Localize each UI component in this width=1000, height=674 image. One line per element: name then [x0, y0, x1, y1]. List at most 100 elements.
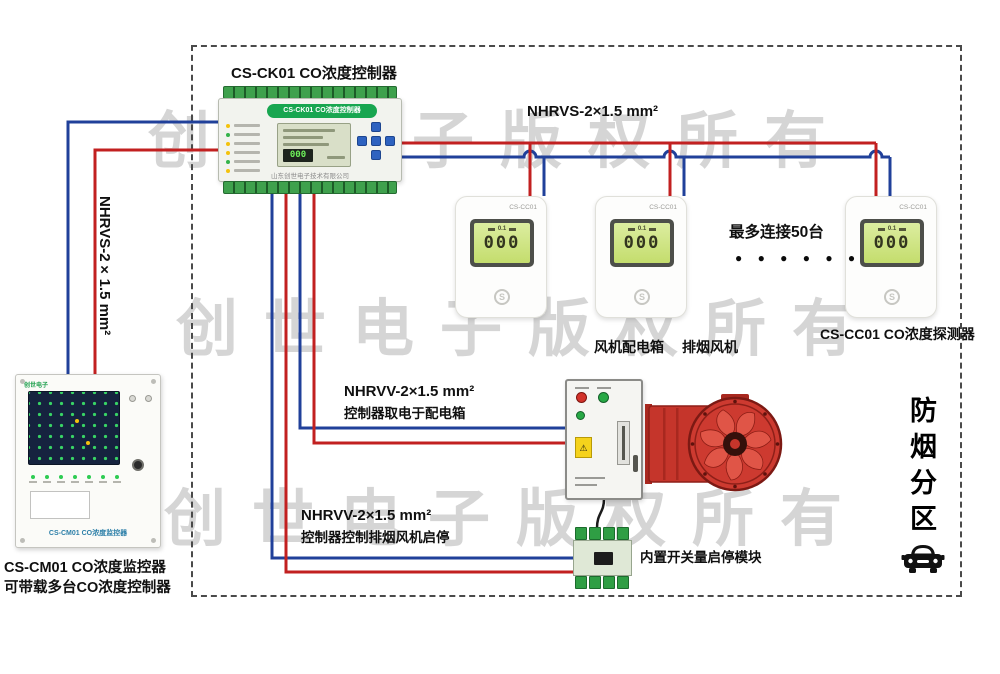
monitor-device: 创世电子 CS-CM01 CO浓度监控器 — [15, 374, 161, 548]
wire-power-blue — [298, 193, 565, 430]
power-cable-label-line2: 控制器取电于配电箱 — [344, 406, 466, 421]
detector-model-label: CS-CC01 — [509, 204, 537, 211]
screw-icon — [151, 379, 156, 384]
wire-monitor-blue — [66, 120, 218, 375]
brand-logo-icon: S — [634, 289, 650, 305]
wire-monitor-red — [93, 148, 218, 375]
monitor-screen — [28, 391, 120, 465]
detector-caption: CS-CC01 CO浓度探测器 — [820, 326, 975, 342]
right-button — [385, 136, 395, 146]
detector-model-label: CS-CC01 — [899, 204, 927, 211]
controller-panel-label: CS-CK01 CO浓度控制器 — [267, 104, 377, 118]
fan-hub-cap — [729, 438, 741, 450]
terminal-blocks-bottom — [575, 576, 629, 589]
detector-lcd-bezel: 0.1 000 — [610, 219, 674, 267]
detector-lcd-subrow: 0.1 — [614, 223, 670, 232]
text-placeholder-bar — [575, 484, 597, 486]
power-box-label: 风机配电箱 — [594, 339, 664, 355]
power-cable-label-line1: NHRVV-2×1.5 mm² — [344, 383, 475, 400]
monitor-caption-line1: CS-CM01 CO浓度监控器 — [4, 560, 166, 576]
smoke-zone-label: 防烟分区 — [906, 396, 936, 540]
controller-lcd: 000 — [277, 123, 351, 167]
relay-module — [573, 527, 632, 589]
fan-body-seam — [676, 408, 679, 480]
screw-icon — [20, 379, 25, 384]
terminal-blocks-top — [575, 527, 629, 540]
screw-icon — [145, 395, 152, 402]
detector-lcd-subrow: 0.1 — [864, 223, 920, 232]
detector-lcd-value: 000 — [623, 233, 661, 253]
controller-nav-buttons — [357, 122, 395, 160]
detector-model-label: CS-CC01 — [649, 204, 677, 211]
meter-slot — [617, 421, 630, 465]
fan-bolts — [690, 399, 780, 489]
fan-blades — [700, 409, 772, 481]
detector-lcd-subrow: 0.1 — [474, 223, 530, 232]
detector-lcd-value: 000 — [483, 233, 521, 253]
fan-label: 排烟风机 — [682, 339, 738, 355]
relay-module-label: 内置开关量启停模块 — [640, 550, 762, 565]
watermark-row: 创世电子版权所有 — [164, 485, 869, 554]
control-cable-label-line1: NHRVV-2×1.5 mm² — [301, 507, 432, 524]
control-cable-label-line2: 控制器控制排烟风机启停 — [301, 530, 450, 545]
detector-lcd: 0.1 000 — [614, 223, 670, 263]
fan-body-seam — [663, 408, 666, 480]
fan-ring — [694, 403, 776, 485]
co-detector-3: CS-CC01 0.1 000 S — [845, 196, 937, 318]
more-detectors-dots: ● ● ● ● ● ● — [735, 251, 862, 265]
zone-boundary-box — [191, 45, 962, 597]
screw-icon — [129, 395, 136, 402]
controller-lcd-value: 000 — [283, 149, 313, 162]
wire-power-red — [312, 193, 565, 445]
controller-body: CS-CK01 CO浓度控制器 000 — [218, 98, 402, 182]
car-icon — [901, 545, 945, 573]
ok-button — [371, 136, 381, 146]
max-connect-note: 最多连接50台 — [729, 224, 824, 241]
down-button — [371, 150, 381, 160]
green-indicator — [576, 411, 585, 420]
controller-company-label: 山东创世电子技术有限公司 — [271, 173, 349, 180]
green-button — [598, 392, 609, 403]
door-handle — [633, 455, 638, 472]
text-placeholder-bar — [597, 387, 611, 389]
sensor-icon — [132, 459, 144, 471]
wire-box-to-module — [595, 498, 606, 529]
relay-pcb — [573, 540, 632, 576]
relay-chip — [594, 552, 613, 565]
detector-lcd-value: 000 — [873, 233, 911, 253]
controller-title: CS-CK01 CO浓度控制器 — [231, 65, 397, 82]
co-detector-1: CS-CC01 0.1 000 S — [455, 196, 547, 318]
screw-icon — [20, 538, 25, 543]
wire-control-red — [284, 193, 573, 574]
screw-icon — [151, 538, 156, 543]
detector-bus-cable-label: NHRVS-2×1.5 mm² — [527, 103, 659, 120]
label-slot — [30, 491, 90, 519]
red-button — [576, 392, 587, 403]
monitor-caption-line2: 可带载多台CO浓度控制器 — [4, 580, 171, 596]
screen-dot-yellow — [75, 419, 79, 423]
detector-lcd: 0.1 000 — [474, 223, 530, 263]
text-placeholder-bar — [575, 477, 605, 479]
co-detector-2: CS-CC01 0.1 000 S — [595, 196, 687, 318]
warning-sticker: ⚠ — [575, 437, 592, 458]
brand-logo-text: 创世电子 — [24, 383, 49, 389]
screen-dot-yellow — [86, 441, 90, 445]
fan-power-box: ⚠ — [565, 379, 643, 500]
detector-lcd: 0.1 000 — [864, 223, 920, 263]
exhaust-fan — [645, 394, 783, 492]
wire-control-blue — [270, 193, 573, 560]
wire-bus-blue — [401, 149, 890, 159]
detector-lcd-bezel: 0.1 000 — [860, 219, 924, 267]
monitor-led-row — [29, 475, 121, 483]
controller-device: CS-CK01 CO浓度控制器 000 — [218, 86, 402, 194]
brand-logo-icon: S — [884, 289, 900, 305]
terminal-strip-bottom — [223, 181, 397, 194]
monitor-panel-label: CS-CM01 CO浓度监控器 — [48, 530, 128, 537]
up-button — [371, 122, 381, 132]
text-placeholder-bar — [575, 387, 589, 389]
controller-led-block — [226, 121, 272, 175]
left-riser-cable-label: NHRVS-2×1.5 mm² — [96, 196, 113, 336]
detector-lcd-bezel: 0.1 000 — [470, 219, 534, 267]
